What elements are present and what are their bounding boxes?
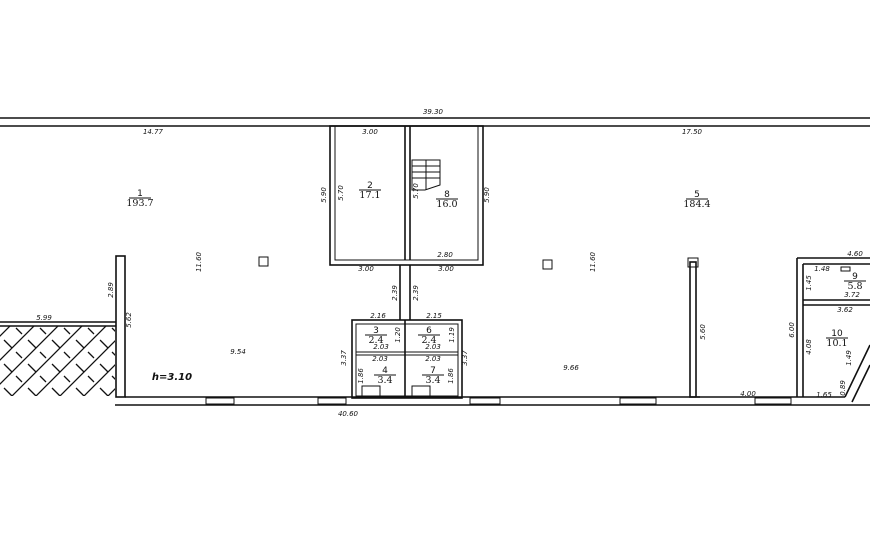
dimension-label: 0.89 — [839, 380, 847, 396]
dimension-label: 4.08 — [805, 339, 813, 355]
dimension-label: 3.62 — [837, 306, 853, 314]
room-area: 193.7 — [126, 198, 153, 209]
dimension-label: 2.39 — [412, 285, 420, 301]
room-number: 9 — [852, 272, 858, 282]
dimension-label: 5.90 — [320, 187, 328, 203]
room-number: 8 — [444, 190, 450, 200]
room-area: 17.1 — [359, 190, 380, 201]
dimension-label: 3.37 — [461, 350, 469, 366]
dimension-label: 2.03 — [372, 355, 388, 363]
room-number: 3 — [373, 326, 379, 336]
dimension-label: 3.00 — [358, 265, 374, 273]
room-area: 3.4 — [377, 375, 392, 386]
room-area: 3.4 — [425, 375, 440, 386]
dimension-label: 5.70 — [337, 185, 345, 201]
dimension-label: 17.50 — [682, 128, 703, 136]
dimension-label: 1.19 — [448, 327, 456, 343]
room-number: 10 — [831, 329, 843, 339]
dimension-label: 5.99 — [36, 314, 52, 322]
dimension-label: 1.20 — [394, 327, 402, 343]
room-number: 2 — [367, 181, 373, 191]
dimension-label: 14.77 — [143, 128, 164, 136]
dimension-label: 1.65 — [816, 391, 832, 399]
dimension-label: 3.37 — [340, 350, 348, 366]
room-number: 7 — [430, 366, 436, 376]
room-area: 2.4 — [368, 335, 383, 346]
dimension-label: 5.60 — [699, 324, 707, 340]
dimension-label: 11.60 — [589, 251, 597, 272]
room-area: 2.4 — [421, 335, 436, 346]
walls — [0, 117, 870, 406]
dimension-label: 5.62 — [125, 312, 133, 328]
room-number: 6 — [426, 326, 432, 336]
room-area: 10.1 — [826, 338, 847, 349]
dimension-label: 9.54 — [230, 348, 246, 356]
dimension-label: 40.60 — [338, 410, 359, 418]
dimension-label: 4.00 — [740, 390, 756, 398]
dimension-label: 3.72 — [844, 291, 860, 299]
dimension-label: 5.90 — [483, 187, 491, 203]
room-area: 184.4 — [683, 199, 710, 210]
dimension-label: 39.30 — [423, 108, 444, 116]
dimension-label: 11.60 — [195, 251, 203, 272]
dimension-label: 5.70 — [412, 183, 420, 199]
room-number: 1 — [137, 189, 143, 199]
room-number: 5 — [694, 190, 700, 200]
room-number: 4 — [382, 366, 388, 376]
dimension-label: 6.00 — [788, 322, 796, 338]
dimension-label: 2.03 — [425, 355, 441, 363]
dimension-label: 2.80 — [437, 251, 453, 259]
dimension-label: 2.15 — [426, 312, 442, 320]
dimension-label: 4.60 — [847, 250, 863, 258]
dimension-label: 9.66 — [563, 364, 579, 372]
labels: 1193.7217.132.443.45184.462.473.4816.095… — [36, 108, 866, 418]
room-area: 16.0 — [436, 199, 457, 210]
dimension-label: 2.39 — [391, 285, 399, 301]
dimension-label: 1.86 — [447, 368, 455, 384]
hatched-area — [0, 326, 115, 396]
dimension-label: 1.45 — [805, 275, 813, 291]
dimension-label: 1.86 — [357, 368, 365, 384]
room-area: 5.8 — [847, 281, 862, 292]
dimension-label: 2.89 — [107, 282, 115, 298]
dimension-label: 2.03 — [373, 343, 389, 351]
dimension-label: 1.49 — [845, 350, 853, 366]
ceiling-height-note: h=3.10 — [152, 372, 192, 383]
dimension-label: 2.03 — [425, 343, 441, 351]
dimension-label: 3.00 — [362, 128, 378, 136]
dimension-label: 3.00 — [438, 265, 454, 273]
dimension-label: 1.48 — [814, 265, 830, 273]
dimension-label: 2.16 — [370, 312, 386, 320]
